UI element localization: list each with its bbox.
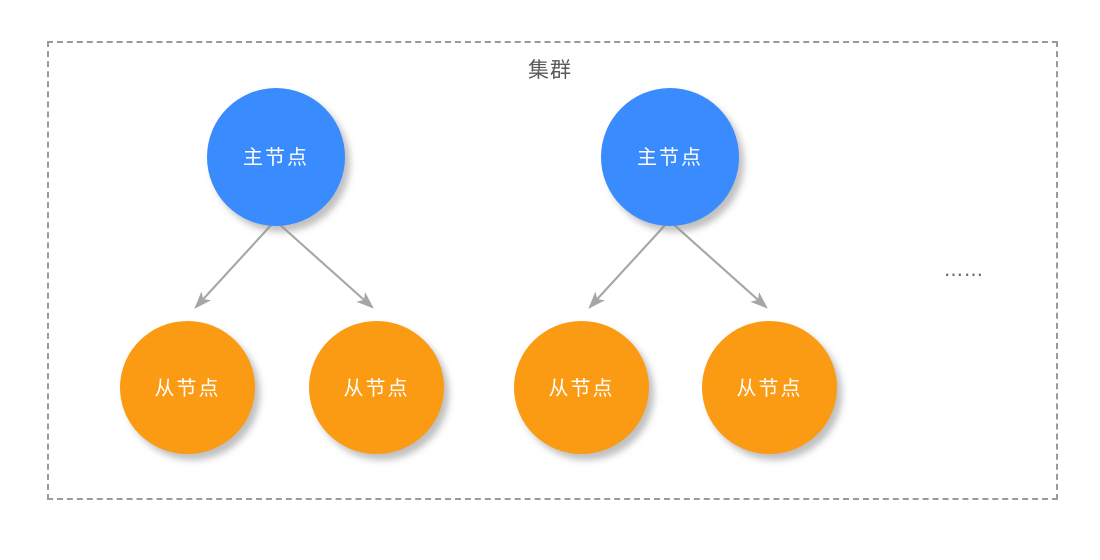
- node-slave-3[interactable]: 从节点: [514, 321, 649, 454]
- node-label: 从节点: [343, 375, 410, 400]
- node-label: 从节点: [154, 375, 221, 400]
- node-master-1[interactable]: 主节点: [207, 88, 345, 226]
- node-label: 从节点: [548, 375, 615, 400]
- ellipsis-indicator: ……: [944, 259, 984, 281]
- node-label: 主节点: [637, 145, 703, 169]
- node-label: 从节点: [736, 375, 803, 400]
- cluster-boundary-box: [47, 41, 1058, 500]
- diagram-title: 集群: [528, 58, 572, 82]
- node-label: 主节点: [243, 145, 309, 169]
- node-slave-1[interactable]: 从节点: [120, 321, 255, 454]
- node-slave-4[interactable]: 从节点: [702, 321, 837, 454]
- node-master-2[interactable]: 主节点: [601, 88, 739, 226]
- node-slave-2[interactable]: 从节点: [309, 321, 444, 454]
